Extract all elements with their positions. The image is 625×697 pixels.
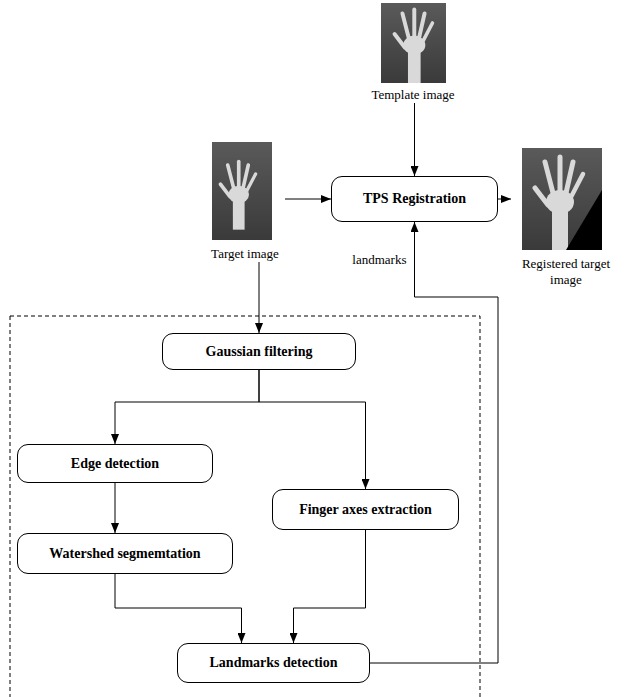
flow-arrow <box>498 199 511 200</box>
image-caption: Registered target image <box>511 148 621 288</box>
image-caption: Template image <box>365 3 461 103</box>
process-box: Watershed segmemtation <box>17 533 233 574</box>
process-box: Edge detection <box>17 444 213 483</box>
registered-xray <box>522 148 602 250</box>
flow-arrow <box>414 103 415 176</box>
template-xray <box>381 3 446 83</box>
process-box: TPS Registration <box>331 176 498 222</box>
process-box: Landmarks detection <box>177 643 370 683</box>
image-caption-text: Registered target image <box>511 256 621 288</box>
flow-arrow <box>115 574 242 643</box>
box-label: Landmarks detection <box>210 655 338 671</box>
pipeline-dashed-region <box>10 316 480 697</box>
box-label: TPS Registration <box>363 191 466 207</box>
box-label: Finger axes extraction <box>299 502 432 518</box>
flow-arrow <box>370 222 498 663</box>
flow-arrow <box>115 483 116 533</box>
edge-label: landmarks <box>351 252 407 268</box>
process-box: Gaussian filtering <box>162 333 356 370</box>
process-box: Finger axes extraction <box>272 489 459 530</box>
flow-arrow <box>115 370 259 444</box>
image-caption-text: Template image <box>371 87 454 103</box>
image-caption-text: Target image <box>211 246 279 262</box>
box-label: Watershed segmemtation <box>49 546 200 562</box>
box-label: Edge detection <box>71 456 159 472</box>
flow-arrow <box>285 199 331 200</box>
flow-arrow <box>294 530 366 643</box>
box-label: Gaussian filtering <box>206 344 313 360</box>
flow-arrow <box>259 262 260 333</box>
image-caption: Target image <box>205 142 285 262</box>
flow-arrow <box>259 370 366 489</box>
target-xray <box>212 142 272 240</box>
